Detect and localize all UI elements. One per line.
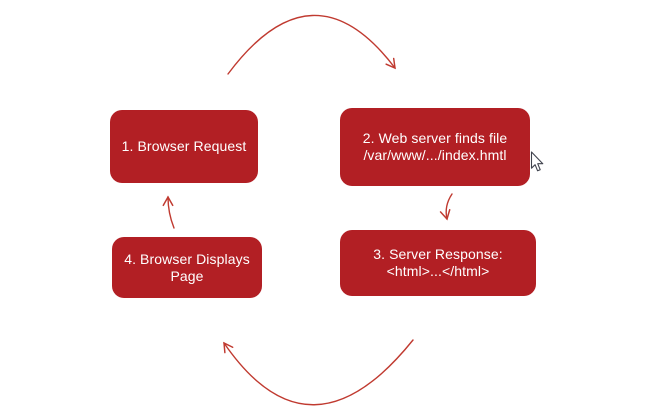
step-2-label-line-1: 2. Web server finds file bbox=[362, 130, 508, 146]
step-2-label-line-2: /var/www/.../index.hmtl bbox=[363, 147, 507, 163]
step-4-browser-displays-page-box[interactable]: 4. Browser Displays Page bbox=[112, 237, 262, 298]
step-4-label-line-1: 4. Browser Displays bbox=[124, 250, 250, 267]
arrow-step3-to-step4 bbox=[223, 339, 414, 406]
step-1-browser-request-box[interactable]: 1. Browser Request bbox=[110, 110, 258, 183]
arrow-step1-to-step2 bbox=[227, 14, 396, 75]
cursor-arrow-shape bbox=[530, 151, 544, 172]
mouse-cursor-icon bbox=[530, 151, 544, 172]
arrow-step2-to-step3 bbox=[439, 193, 453, 221]
arrow-step4-to-step1 bbox=[162, 195, 175, 229]
step-3-label-line-1: 3. Server Response: bbox=[373, 246, 503, 262]
step-3-label-line-2: <html>...</html> bbox=[386, 263, 490, 279]
step-2-web-server-finds-file-box[interactable]: 2. Web server finds file /var/www/.../in… bbox=[340, 108, 530, 186]
step-4-label-line-2: Page bbox=[170, 267, 204, 284]
step-3-server-response-box[interactable]: 3. Server Response: <html>...</html> bbox=[340, 230, 536, 296]
step-1-label: 1. Browser Request bbox=[121, 138, 247, 154]
